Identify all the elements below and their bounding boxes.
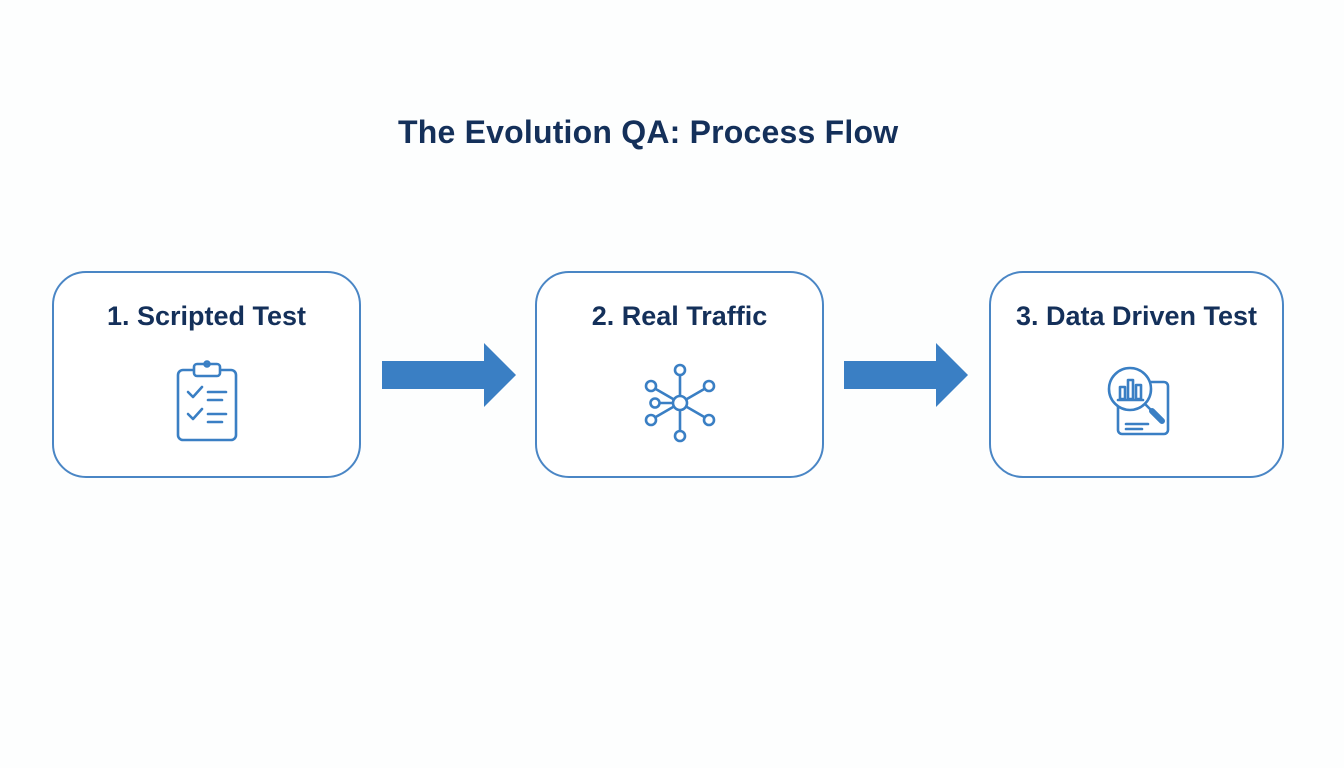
magnifier-chart-icon [1092, 358, 1182, 448]
step-label: 3. Data Driven Test [1015, 301, 1258, 331]
page-title: The Evolution QA: Process Flow [398, 114, 899, 150]
step-box-real-traffic: 2. Real Traffic [535, 271, 824, 478]
flow-arrow-2 [842, 340, 982, 410]
step-label: 1. Scripted Test [106, 301, 307, 331]
flow-arrow-1 [380, 340, 520, 410]
step-box-data-driven-test: 3. Data Driven Test [989, 271, 1284, 478]
network-hub-icon [635, 358, 725, 448]
step-label: 2. Real Traffic [591, 301, 768, 331]
step-box-scripted-test: 1. Scripted Test [52, 271, 361, 478]
clipboard-checklist-icon [162, 358, 252, 448]
